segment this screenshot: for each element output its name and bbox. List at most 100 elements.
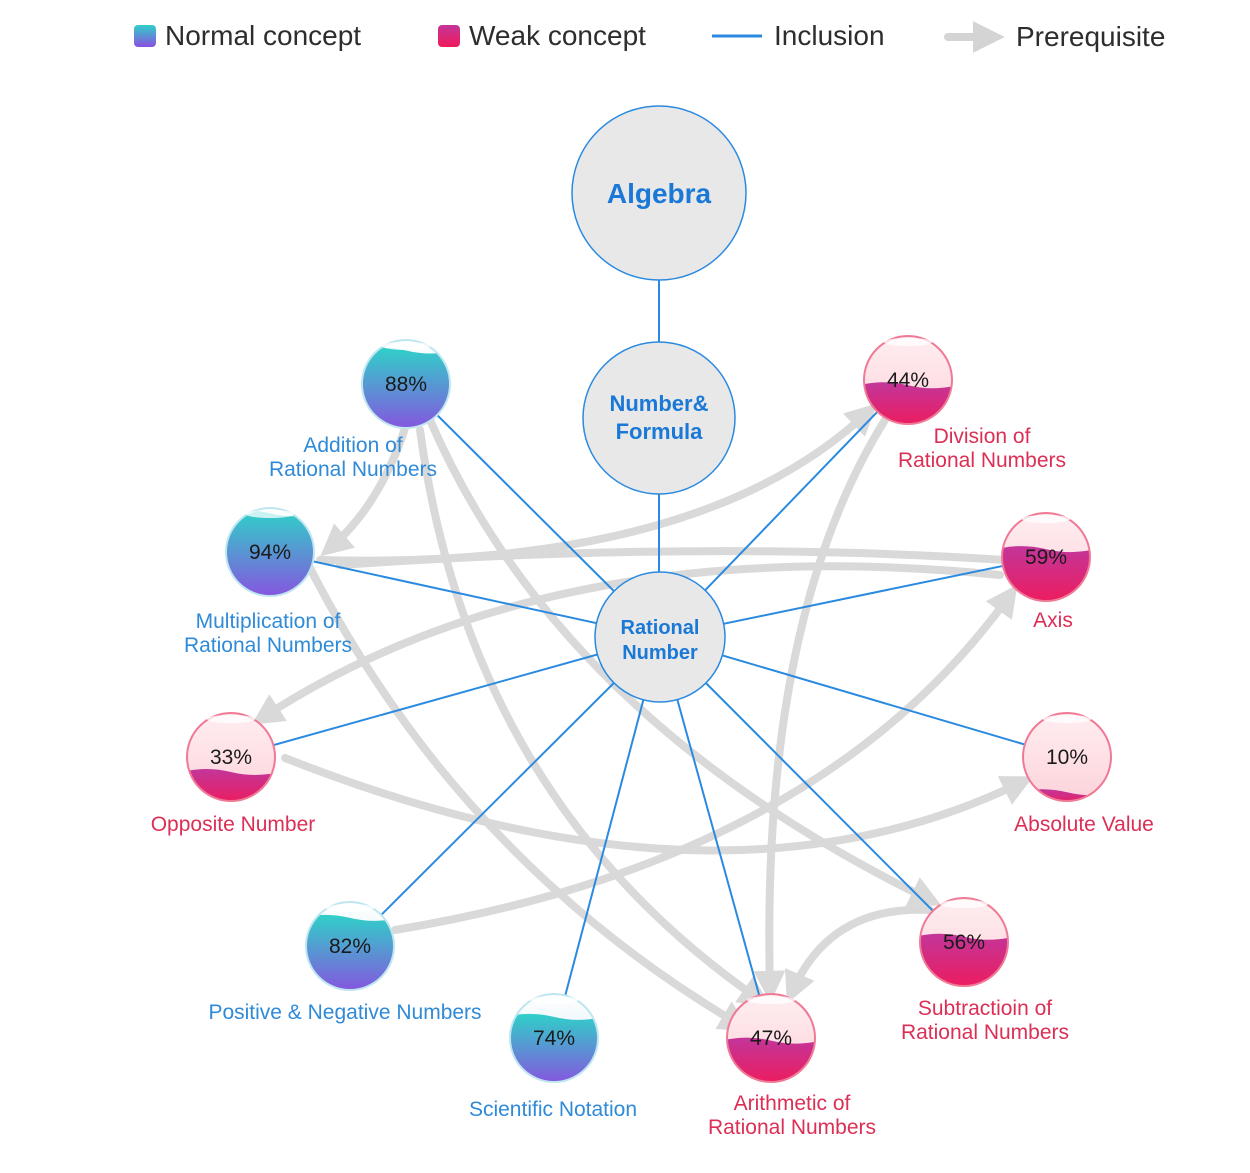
legend-inclusion: Inclusion (712, 20, 885, 51)
concept-label: Subtractioin of (918, 997, 1052, 1020)
concept-node-outline (361, 339, 451, 429)
concept-percent: 59% (1025, 546, 1067, 569)
concept-label: Rational Numbers (901, 1021, 1069, 1044)
prereq-arrow-axis-to-opposite (251, 562, 1004, 725)
concept-node-scientific[interactable]: 74% Scientific Notation (469, 993, 637, 1121)
concept-fill-level (1002, 546, 1090, 601)
legend-prerequisite: Prerequisite (944, 21, 1165, 53)
concept-label: Opposite Number (151, 813, 316, 836)
concept-percent: 47% (750, 1027, 792, 1050)
concept-node-outline (919, 897, 1009, 987)
concept-node-highlight (529, 996, 579, 1004)
concept-node-outline (225, 507, 315, 597)
hub-rational-number[interactable]: Rational Number (594, 571, 726, 703)
hub-number-formula-line2: Formula (616, 419, 704, 444)
inclusion-line-rational-opposite (230, 636, 661, 758)
concept-node-highlight (939, 900, 989, 908)
prereq-arrow-addition-to-arithmetic (416, 426, 771, 1008)
concept-percent: 33% (210, 746, 252, 769)
prereq-arrow-addition-to-multiplication (320, 424, 409, 557)
prereq-arrow-axis-to-multiplication (336, 547, 1009, 569)
prereq-arrow-opposite-to-absolute (281, 754, 1034, 855)
concept-node-outline (305, 901, 395, 991)
concept-label: Arithmetic of (734, 1092, 851, 1115)
concept-fill-level (920, 933, 1008, 986)
concept-label: Positive & Negative Numbers (208, 1001, 481, 1024)
concept-label: Addition of (303, 434, 402, 457)
concept-percent: 10% (1046, 746, 1088, 769)
concept-node-outline (186, 712, 276, 802)
concept-node-absolute[interactable]: 10% Absolute Value (1014, 712, 1154, 836)
legend-prerequisite-label: Prerequisite (1016, 21, 1165, 52)
concept-node-opposite[interactable]: 33% Opposite Number (151, 712, 316, 836)
legend-normal: Normal concept (134, 20, 361, 51)
hub-algebra-circle (571, 105, 747, 281)
hub-algebra[interactable]: Algebra (571, 105, 747, 281)
hub-number-formula-line1: Number& (609, 391, 708, 416)
concept-fill-level (510, 1013, 598, 1082)
concept-label: Division of (934, 425, 1031, 448)
concept-percent: 94% (249, 541, 291, 564)
concept-node-highlight (883, 338, 933, 346)
concept-label: Absolute Value (1014, 813, 1154, 836)
inclusion-line-rational-absolute (659, 636, 1068, 758)
legend-inclusion-label: Inclusion (774, 20, 885, 51)
concept-node-background (1023, 713, 1111, 801)
concept-node-outline (1022, 712, 1112, 802)
concept-percent: 88% (385, 373, 427, 396)
concept-node-outline (1001, 512, 1091, 602)
hub-number-formula[interactable]: Number& Formula (582, 341, 736, 495)
concept-node-highlight (245, 510, 295, 518)
concept-node-outline (863, 335, 953, 425)
inclusion-line-rational-positive (349, 636, 661, 947)
concept-fill-level (306, 914, 394, 990)
inclusion-line-rational-subtraction (659, 636, 965, 943)
prereq-arrow-division-to-arithmetic (753, 416, 889, 1003)
concept-node-axis[interactable]: 59% Axis (997, 512, 1095, 632)
prereq-arrow-positive-to-axis (391, 584, 1018, 934)
concept-percent: 74% (533, 1027, 575, 1050)
concept-node-highlight (206, 715, 256, 723)
concept-label: Axis (1033, 609, 1073, 632)
hub-rational-number-line1: Rational (621, 617, 700, 639)
hub-rational-number-line2: Number (622, 642, 698, 664)
inclusion-line-rational-multiplication (269, 551, 661, 638)
concept-node-highlight (381, 342, 431, 350)
legend-normal-label: Normal concept (165, 20, 361, 51)
inclusion-line-rational-arithmetic (659, 636, 772, 1039)
legend: Normal concept Weak concept Inclusion Pr… (134, 20, 1165, 53)
concept-label: Multiplication of (196, 610, 341, 633)
prereq-arrow-multiplication-to-arithmetic (306, 564, 752, 1032)
concept-label: Scientific Notation (469, 1098, 637, 1121)
concept-node-highlight (746, 996, 796, 1004)
concept-percent: 82% (329, 935, 371, 958)
concept-node-highlight (325, 904, 375, 912)
concept-percent: 56% (943, 931, 985, 954)
concept-label: Rational Numbers (269, 458, 437, 481)
concept-label: Rational Numbers (898, 449, 1066, 472)
concept-label: Rational Numbers (708, 1116, 876, 1139)
normal-concept-swatch (134, 25, 156, 47)
hub-algebra-label: Algebra (607, 178, 712, 209)
weak-concept-swatch (438, 25, 460, 47)
concept-node-positive-negative[interactable]: 82% Positive & Negative Numbers (208, 901, 482, 1024)
concept-node-highlight (1042, 715, 1092, 723)
inclusion-line-rational-scientific (553, 636, 661, 1039)
legend-weak-label: Weak concept (469, 20, 646, 51)
concept-node-highlight (1021, 515, 1071, 523)
concept-node-outline (509, 993, 599, 1083)
concept-node-outline (726, 993, 816, 1083)
prereq-arrow-subtraction-to-arithmetic (785, 905, 934, 1004)
concept-label: Rational Numbers (184, 634, 352, 657)
prereq-arrow-addition-to-subtraction (426, 416, 942, 906)
prerequisite-arrows (251, 403, 1034, 1032)
legend-weak: Weak concept (438, 20, 646, 51)
hub-number-formula-circle (582, 341, 736, 495)
